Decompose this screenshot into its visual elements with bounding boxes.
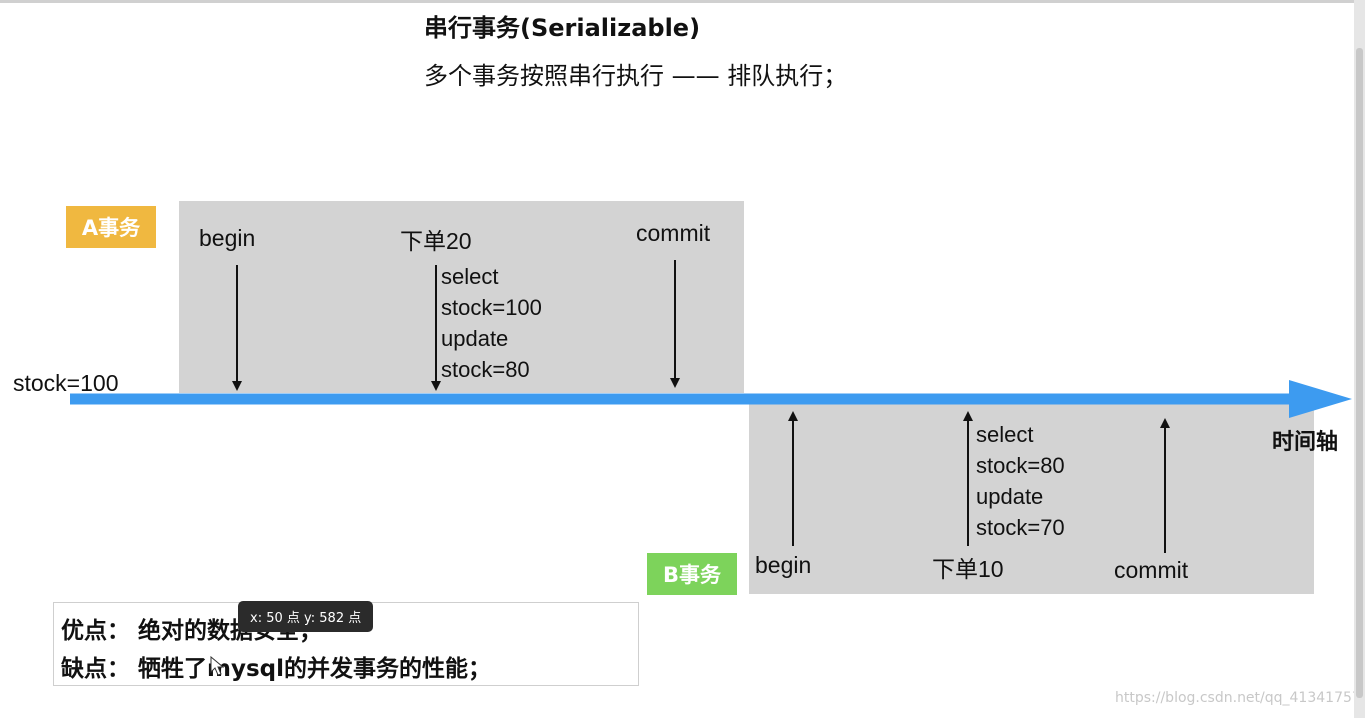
diagram-title: 串行事务(Serializable) (424, 14, 701, 42)
a-begin-label: begin (199, 225, 256, 251)
window-top-border (0, 0, 1365, 3)
b-commit-label: commit (1114, 557, 1189, 583)
diagram-subtitle: 多个事务按照串行执行 —— 排队执行； (424, 62, 848, 90)
coordinate-tooltip: x: 50 点 y: 582 点 (238, 601, 374, 632)
a-op-stock-read: stock=100 (441, 295, 542, 320)
mouse-cursor-icon (210, 656, 224, 676)
a-order-label: 下单20 (400, 228, 472, 254)
b-op-select: select (976, 422, 1034, 447)
a-operations: select stock=100 update stock=80 (441, 261, 542, 385)
a-op-stock-write: stock=80 (441, 357, 530, 382)
transaction-b-region (749, 404, 1314, 594)
transaction-a-badge: A事务 (66, 206, 156, 248)
cons-text: 缺点： 牺牲了mysql的并发事务的性能； (61, 656, 492, 682)
b-op-stock-read: stock=80 (976, 453, 1065, 478)
timeline-arrowhead (1289, 380, 1352, 418)
transaction-b-badge: B事务 (647, 553, 737, 595)
initial-stock-label: stock=100 (13, 370, 119, 396)
a-op-select: select (441, 264, 499, 289)
a-op-update: update (441, 326, 509, 351)
a-commit-label: commit (636, 220, 711, 246)
time-axis-label: 时间轴 (1272, 430, 1339, 455)
vertical-scrollbar[interactable] (1354, 0, 1365, 718)
transaction-a-region (179, 201, 744, 393)
b-op-stock-write: stock=70 (976, 515, 1065, 540)
b-begin-label: begin (755, 552, 812, 578)
scrollbar-thumb[interactable] (1356, 48, 1363, 698)
b-order-label: 下单10 (932, 556, 1004, 582)
b-op-update: update (976, 484, 1044, 509)
watermark-url: https://blog.csdn.net/qq_41341757 (1115, 690, 1354, 706)
b-operations: select stock=80 update stock=70 (976, 419, 1065, 543)
